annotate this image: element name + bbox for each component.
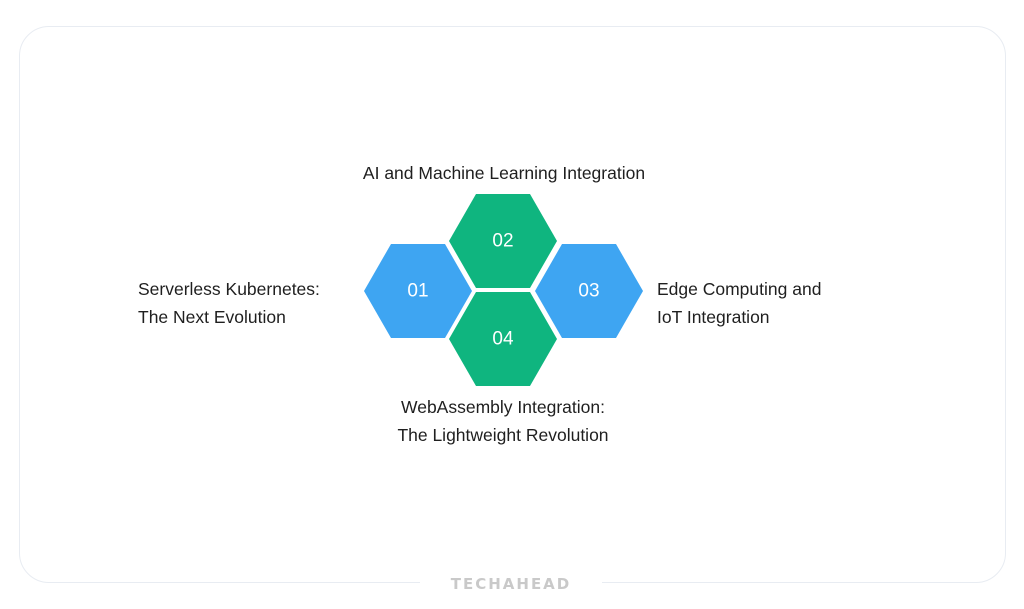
hexagon-04-shape [449,292,557,386]
hexagon-02: 02 [449,194,557,288]
hexagon-01-number: 01 [407,281,428,302]
label-02-line-1: AI and Machine Learning Integration [362,163,646,183]
hexagon-01: 01 [364,244,472,338]
label-ai-ml-integration: AI and Machine Learning Integration [338,159,670,187]
label-03-line-2: IoT Integration [657,307,770,327]
brand-logo: TECHAHEAD [450,575,572,593]
label-edge-computing: Edge Computing and IoT Integration [657,275,821,331]
label-04-line-2: The Lightweight Revolution [397,425,609,445]
label-03-line-1: Edge Computing and [657,279,822,299]
label-04-line-1: WebAssembly Integration: [401,397,605,417]
label-01-line-1: Serverless Kubernetes: [138,279,320,299]
label-serverless-kubernetes: Serverless Kubernetes: The Next Evolutio… [138,275,320,331]
hexagon-03: 03 [535,244,643,338]
hexagon-04: 04 [449,292,557,386]
hexagon-02-number: 02 [492,231,513,252]
hexagon-03-shape [535,244,643,338]
hexagon-04-number: 04 [492,329,514,350]
hexagon-02-shape [449,194,557,288]
footer-gap [420,578,602,590]
hexagon-03-number: 03 [578,281,599,302]
label-webassembly: WebAssembly Integration: The Lightweight… [370,393,636,449]
hexagon-01-shape [364,244,472,338]
label-01-line-2: The Next Evolution [138,307,286,327]
